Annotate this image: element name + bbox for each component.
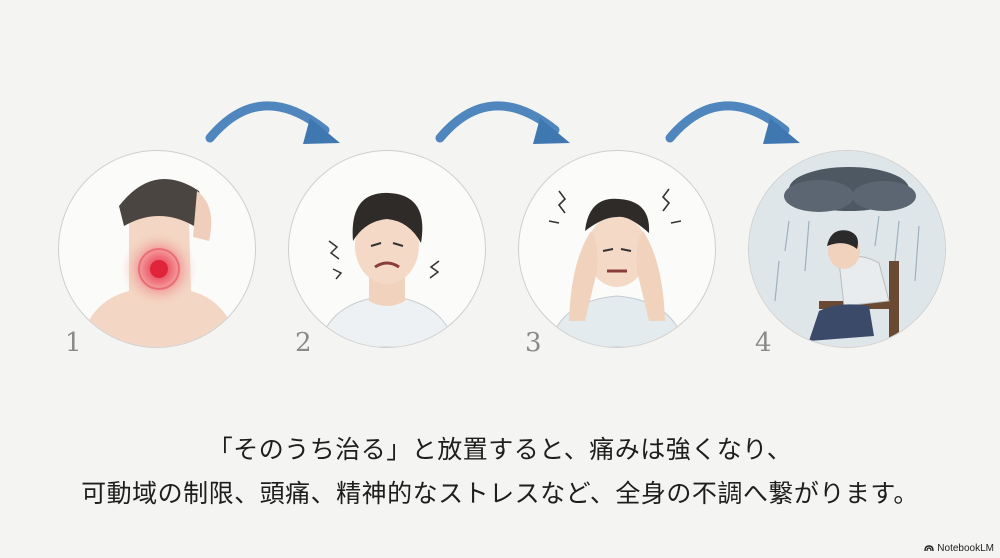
step-number: 2 xyxy=(295,328,312,358)
brand-badge: NotebookLM xyxy=(924,543,994,554)
stiff-neck-person-icon xyxy=(318,192,456,347)
caption-line-2: 可動域の制限、頭痛、精神的なストレスなど、全身の不調へ繋がります。 xyxy=(81,479,919,508)
arrow-icon xyxy=(205,101,340,144)
arrow-icon xyxy=(665,101,800,144)
neck-pain-icon xyxy=(79,179,239,347)
step-1-illustration xyxy=(58,150,256,348)
arrow-icon xyxy=(435,101,570,144)
step-number: 4 xyxy=(755,328,772,358)
step-number: 1 xyxy=(65,328,82,358)
notebooklm-logo-icon xyxy=(924,545,934,552)
step-2-illustration xyxy=(288,150,486,348)
brand-name: NotebookLM xyxy=(937,543,994,554)
step-4-illustration xyxy=(748,150,946,348)
headache-person-icon xyxy=(548,188,686,347)
step-number: 3 xyxy=(525,328,542,358)
depressed-person-rain-icon xyxy=(749,151,945,347)
caption-line-1: 「そのうち治る」と放置すると、痛みは強くなり、 xyxy=(207,435,793,464)
step-3-illustration xyxy=(518,150,716,348)
